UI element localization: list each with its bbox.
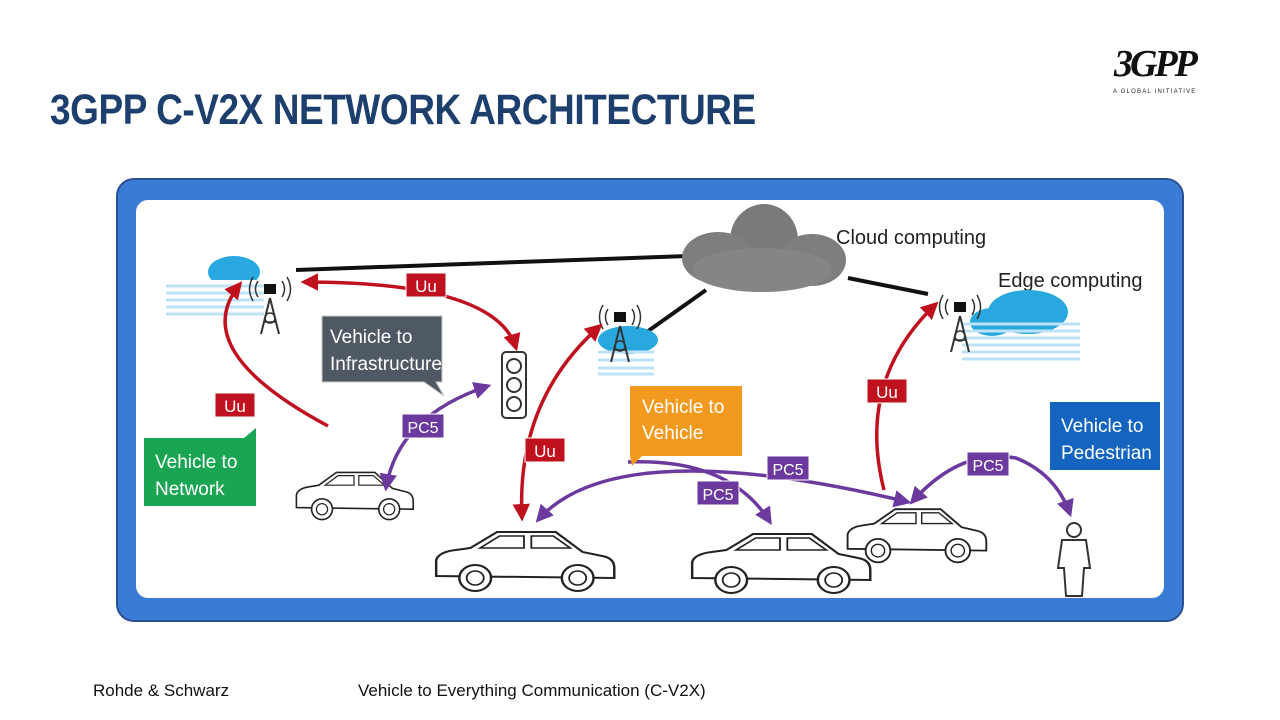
callout-v2p-line-1: Vehicle to [1061,416,1143,437]
pedestrian-icon [1056,522,1092,597]
callout-vehicle-to-network: Vehicle to Network [144,428,256,506]
uu-label-left-text: Uu [224,397,246,416]
edge-computing-label: Edge computing [998,270,1143,292]
logo-tagline: A GLOBAL INITIATIVE [1113,89,1197,95]
edge-cloud-right-icon [962,290,1080,361]
pc5-label-center: PC5 [696,480,740,506]
car-network-icon [295,471,414,521]
callout-vehicle-to-infrastructure: Vehicle to Infrastructure [321,315,445,397]
car-center-icon [434,530,616,593]
slide-title: 3GPP C-V2X NETWORK ARCHITECTURE [50,86,756,134]
uu-arrow-tower-to-traffic-light [300,273,521,352]
pc5-label-center-text: PC5 [702,487,733,504]
footer-topic: Vehicle to Everything Communication (C-V… [358,681,706,700]
cloud-computing-icon [682,204,846,292]
uu-label-middle: Uu [524,437,566,463]
callout-v2v-line-1: Vehicle to [642,397,724,418]
architecture-diagram: Cloud computing Edge computing [144,204,1160,597]
pc5-label-top: PC5 [766,455,810,481]
uu-arrow-car-to-tower-middle [512,323,603,522]
logo-wordmark: 3GPP [1114,43,1198,85]
car-right-icon [690,532,872,595]
callout-v2v-line-2: Vehicle [642,423,703,444]
car-pedestrian-side-icon [846,508,988,564]
uu-label-top: Uu [405,272,447,298]
pc5-arrow-car-to-car-far [535,469,912,523]
uu-label-middle-text: Uu [534,442,556,461]
edge-cloud-icon [166,256,268,316]
pc5-label-left: PC5 [401,413,445,439]
uu-label-right-text: Uu [876,383,898,402]
pc5-label-left-text: PC5 [407,420,438,437]
callout-v2i-line-2: Infrastructure [330,354,442,375]
pc5-label-top-text: PC5 [772,462,803,479]
uu-label-top-text: Uu [415,277,437,296]
uu-arrow-car-to-tower-left [223,281,329,428]
pc5-label-right-text: PC5 [972,458,1003,475]
uu-label-right: Uu [866,378,908,404]
callout-v2n-line-2: Network [155,479,225,500]
callout-vehicle-to-vehicle: Vehicle to Vehicle [630,386,742,466]
uu-label-left: Uu [214,392,256,418]
3gpp-logo: 3GPP A GLOBAL INITIATIVE [1110,42,1210,100]
pc5-arrow-car-to-car-near [627,460,772,525]
edge-cloud-middle-icon [598,326,658,376]
diagram-panel: Cloud computing Edge computing [136,200,1164,598]
callout-v2n-line-1: Vehicle to [155,452,237,473]
cloud-computing-label: Cloud computing [836,227,986,249]
backhaul-line-middle [642,288,708,336]
callout-v2p-line-2: Pedestrian [1061,443,1152,464]
pc5-arrow-car-to-pedestrian [909,454,1074,518]
footer-company: Rohde & Schwarz [93,681,230,700]
callout-v2i-line-1: Vehicle to [330,327,412,348]
backhaul-line-left [295,254,689,272]
callout-vehicle-to-pedestrian: Vehicle to Pedestrian [1050,402,1160,470]
backhaul-line-right [847,276,929,296]
traffic-light-icon [501,351,527,419]
pc5-label-right: PC5 [966,451,1010,477]
